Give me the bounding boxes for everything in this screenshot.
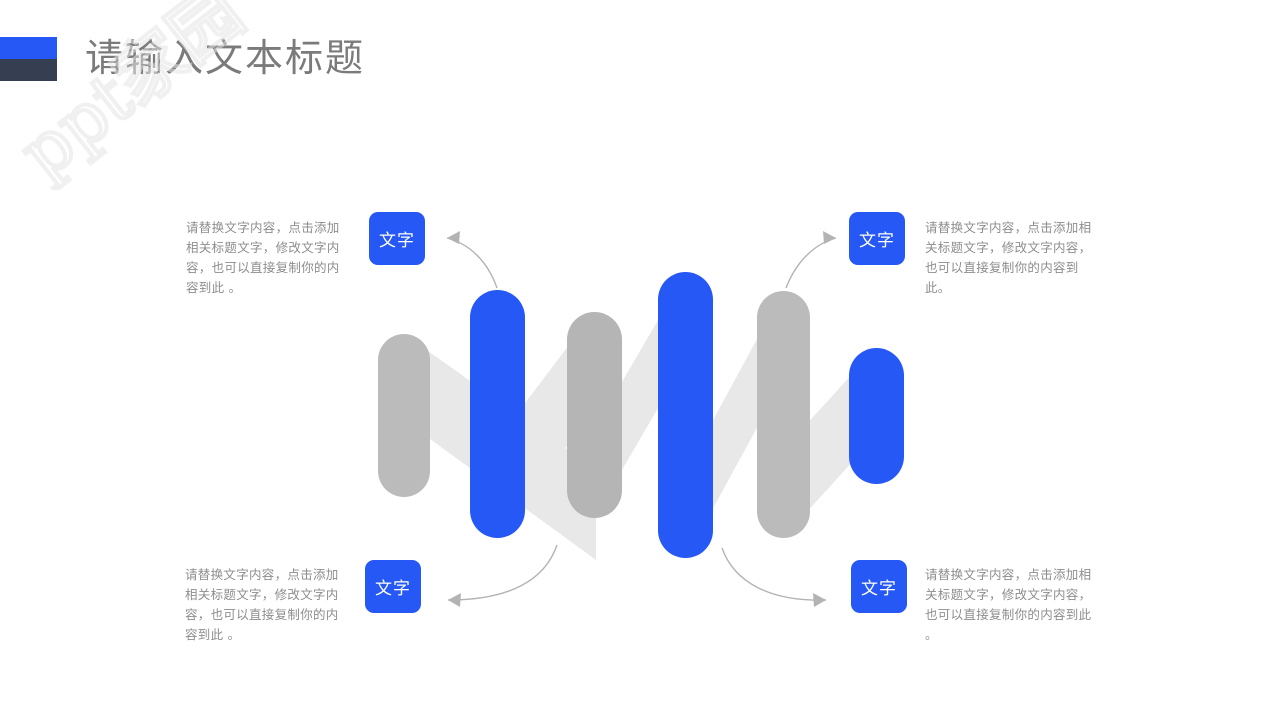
arrow-top-left: [446, 237, 498, 289]
badge-bottom-left[interactable]: 文字: [365, 560, 421, 613]
badge-top-left[interactable]: 文字: [369, 212, 425, 265]
paragraph-top-right: 请替换文字内容，点击添加相关标题文字，修改文字内容，也可以直接复制你的内容到此。: [925, 220, 1092, 295]
arrow-bottom-left: [447, 544, 558, 601]
logo-bottom-bar: [0, 59, 57, 81]
badge-bottom-right[interactable]: 文字: [851, 560, 907, 613]
bar-1: [378, 334, 430, 497]
arrow-head-top-right: [823, 231, 836, 244]
arrow-head-bottom-right: [813, 593, 826, 607]
bar-6: [849, 348, 904, 484]
paragraph-top-left: 请替换文字内容，点击添加相关标题文字，修改文字内容，也可以直接复制你的内容到此 …: [186, 220, 340, 295]
bar-5: [757, 291, 810, 538]
badge-label: 文字: [375, 579, 411, 599]
badge-label: 文字: [861, 579, 897, 599]
arrow-head-bottom-left: [448, 593, 461, 607]
badge-label: 文字: [859, 231, 895, 251]
bar-2: [470, 290, 525, 538]
arrow-head-top-left: [447, 231, 460, 244]
badge-top-right[interactable]: 文字: [849, 212, 905, 265]
paragraph-bottom-right: 请替换文字内容，点击添加相关标题文字，修改文字内容，也可以直接复制你的内容到此 …: [925, 567, 1092, 642]
arrow-top-right: [785, 237, 837, 289]
badge-label: 文字: [379, 231, 415, 251]
paragraph-bottom-left: 请替换文字内容，点击添加相关标题文字，修改文字内容，也可以直接复制你的内容到此 …: [185, 567, 339, 642]
chart-bars: [378, 272, 904, 558]
page-title: 请输入文本标题: [85, 36, 366, 80]
arrow-heads: [447, 231, 836, 607]
bar-3: [567, 312, 622, 518]
two-tone-block-logo: [0, 37, 57, 81]
logo-top-bar: [0, 37, 57, 59]
arrow-bottom-right: [721, 547, 827, 601]
bar-4: [658, 272, 713, 558]
